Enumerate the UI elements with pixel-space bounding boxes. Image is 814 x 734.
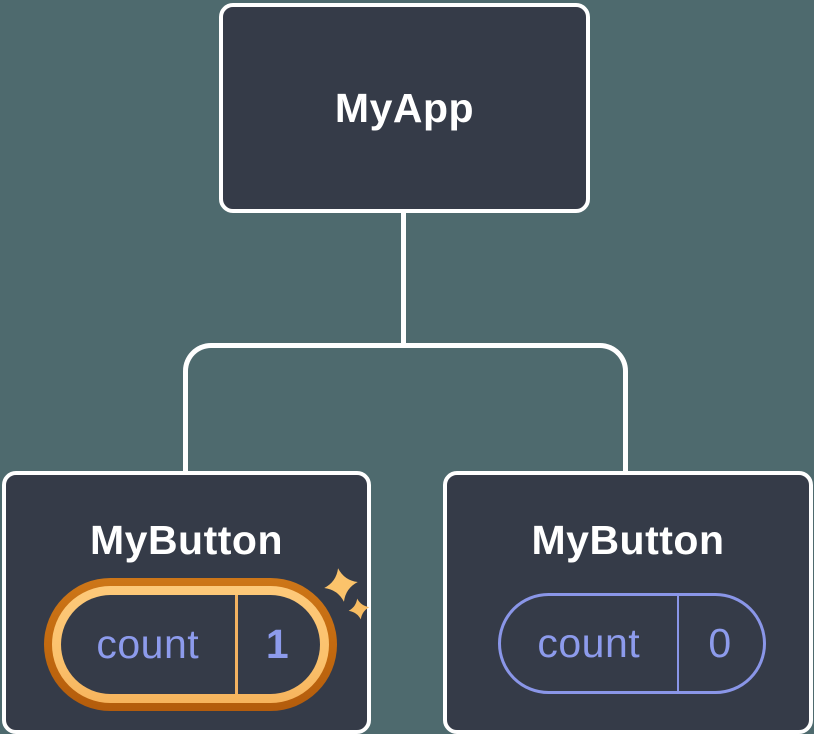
tree-node-myapp: MyApp — [219, 3, 590, 213]
state-value: 0 — [708, 620, 732, 666]
state-name-label: count — [96, 621, 200, 667]
sparkles-icon — [324, 568, 370, 620]
node-title: MyApp — [334, 84, 475, 131]
node-title: MyButton — [89, 517, 283, 563]
state-pill-divider — [676, 596, 680, 691]
tree-node-mybutton-updated: MyButton count 1 — [2, 471, 371, 734]
node-title: MyButton — [531, 517, 725, 563]
state-pill-divider — [234, 595, 238, 694]
branch-connector-bracket — [183, 343, 628, 471]
state-pill: count 0 — [498, 593, 766, 694]
state-pill-highlighted: count 1 — [44, 578, 337, 711]
state-value: 1 — [265, 621, 289, 667]
state-pill-glow-ring: count 1 — [52, 586, 329, 703]
trunk-connector-line — [401, 213, 406, 344]
tree-node-mybutton: MyButton count 0 — [443, 471, 813, 734]
state-pill-body: count 1 — [61, 595, 320, 694]
state-name-label: count — [537, 620, 641, 666]
state-pill-body: count 0 — [501, 596, 763, 691]
